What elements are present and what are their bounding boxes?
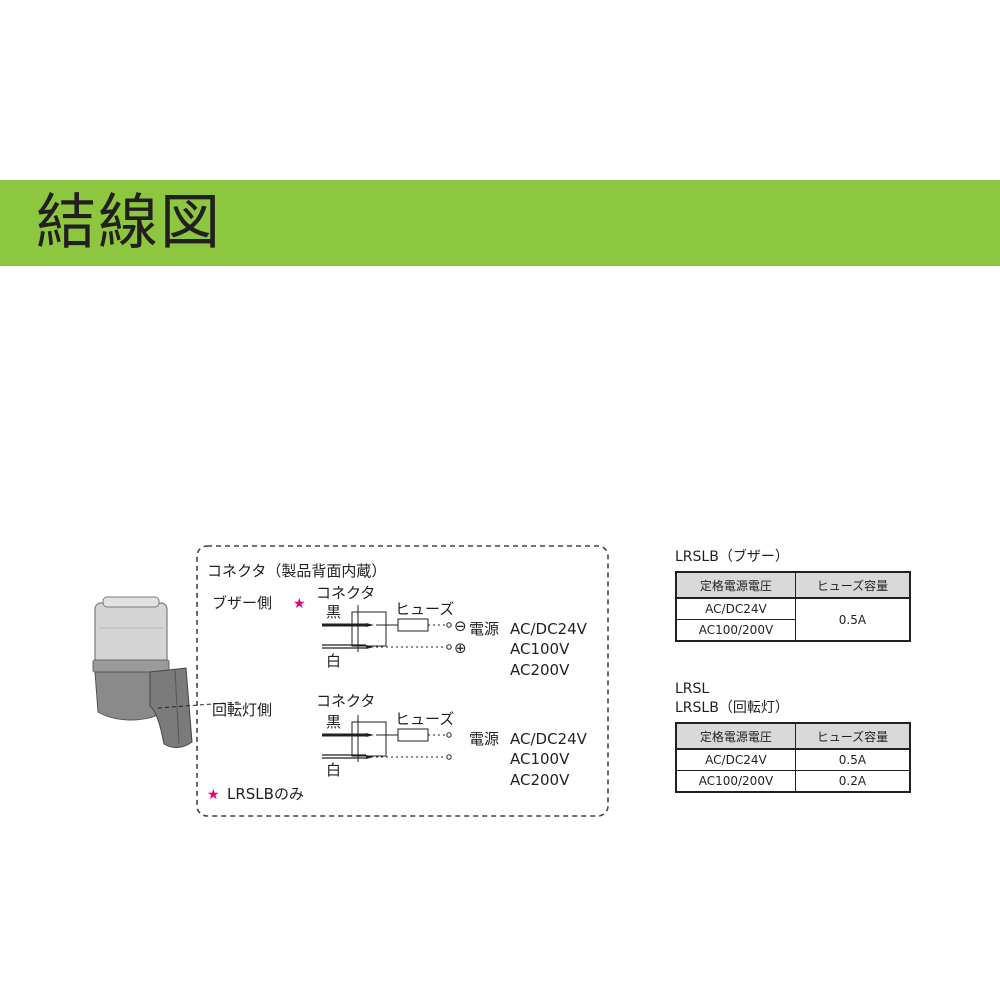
table-cell: AC/DC24V xyxy=(675,597,796,620)
star-mark: ★ xyxy=(293,596,306,612)
table-row: AC100/200V xyxy=(675,619,910,642)
table-cell: 0.5A xyxy=(794,597,911,642)
voltage-line-3: AC200V xyxy=(510,661,570,679)
wire-white-label: 白 xyxy=(326,652,341,670)
product-illustration xyxy=(92,596,193,748)
rotary-table-title-line-1: LRSL xyxy=(675,681,710,697)
power-label: 電源 xyxy=(469,620,499,638)
buzzer-side-label: ブザー側 xyxy=(212,594,272,612)
table-cell: AC100/200V xyxy=(675,619,796,642)
table-header-fuse: ヒューズ容量 xyxy=(794,722,911,750)
fuse-label: ヒューズ xyxy=(395,600,454,618)
table-row: AC/DC24V 0.5A xyxy=(675,748,911,771)
footnote-text: LRSLBのみ xyxy=(227,785,304,803)
header-banner: 結線図 xyxy=(0,180,1000,266)
wire-white-label: 白 xyxy=(326,761,341,779)
rotary-side-label: 回転灯側 xyxy=(212,701,272,719)
table-cell: 0.5A xyxy=(794,748,911,771)
buzzer-table-title: LRSLB（ブザー） xyxy=(675,549,789,565)
rotary-table-title-line-2: LRSLB（回転灯） xyxy=(675,700,789,716)
fuse-symbol xyxy=(397,728,429,742)
voltage-line-2: AC100V xyxy=(510,750,570,768)
fuse-symbol xyxy=(397,618,429,632)
connector-label: コネクタ xyxy=(316,584,375,602)
plus-terminal-icon: ⊕ xyxy=(454,639,467,657)
voltage-line-3: AC200V xyxy=(510,771,570,789)
wire-black-label: 黒 xyxy=(326,713,341,731)
connector-box-title: コネクタ（製品背面内蔵） xyxy=(207,562,386,580)
table-cell: AC/DC24V xyxy=(675,748,796,771)
fuse-spec-tables: LRSLB（ブザー） 定格電源電圧 ヒューズ容量 AC/DC24V 0.5A A… xyxy=(675,548,915,793)
fuse-label: ヒューズ xyxy=(395,710,454,728)
footnote-star-mark: ★ xyxy=(207,787,220,803)
rotary-fuse-table: 定格電源電圧 ヒューズ容量 AC/DC24V 0.5A AC100/200V 0… xyxy=(675,722,911,793)
voltage-line-1: AC/DC24V xyxy=(510,620,588,638)
power-label: 電源 xyxy=(469,730,499,748)
page-title: 結線図 xyxy=(36,188,222,258)
buzzer-wiring xyxy=(322,605,452,652)
table-cell: 0.2A xyxy=(794,770,911,793)
lamp-ring xyxy=(92,659,170,673)
buzzer-fuse-table: 定格電源電圧 ヒューズ容量 AC/DC24V 0.5A AC100/200V xyxy=(675,571,911,642)
table-header-voltage: 定格電源電圧 xyxy=(675,722,796,750)
voltage-line-1: AC/DC24V xyxy=(510,730,588,748)
wire-black-label: 黒 xyxy=(326,603,341,621)
rotary-wiring xyxy=(322,715,452,762)
table-row: AC/DC24V 0.5A xyxy=(675,597,911,642)
table-cell: AC100/200V xyxy=(675,770,796,793)
minus-terminal-icon: ⊖ xyxy=(454,617,467,635)
table-header-voltage: 定格電源電圧 xyxy=(675,571,796,599)
lamp-globe xyxy=(94,602,168,666)
table-header-fuse: ヒューズ容量 xyxy=(794,571,911,599)
lamp-top-cap xyxy=(102,596,160,608)
connector-label: コネクタ xyxy=(316,692,375,710)
connector-enclosure xyxy=(196,545,609,817)
table-row: AC100/200V 0.2A xyxy=(675,770,911,793)
mounting-bracket xyxy=(149,667,193,748)
voltage-line-2: AC100V xyxy=(510,640,570,658)
